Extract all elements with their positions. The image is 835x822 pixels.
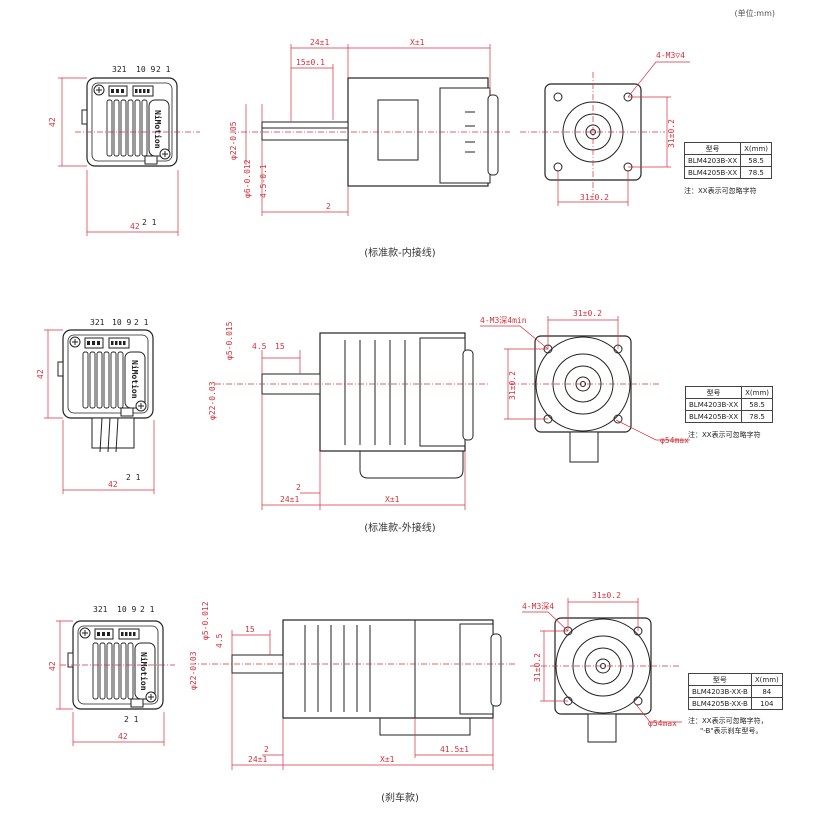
svg-text:42: 42 [108,480,118,489]
pin-label: 321 [112,65,127,74]
svg-text:10 9: 10 9 [117,605,136,614]
row1-front-view: 321 10 9 2 1 2 1 NiMotion 42 42 [48,65,200,236]
svg-text:φ22-0.03: φ22-0.03 [189,651,198,690]
svg-text:24±1: 24±1 [280,495,299,504]
svg-text:φ54max: φ54max [648,719,677,728]
row1-end-view: 31±0.2 31±0.2 4-M3▽4 [520,51,690,206]
svg-text:φ54max: φ54max [660,436,689,445]
svg-text:42: 42 [118,732,128,741]
svg-text:31±0.2: 31±0.2 [533,653,542,682]
svg-text:42: 42 [36,369,45,379]
row3-end-view: 31±0.2 31±0.2 4-M3深4 φ54max [522,591,682,743]
svg-text:X±1: X±1 [380,755,395,764]
svg-text:NiMotion: NiMotion [139,652,149,691]
svg-text:2 1: 2 1 [124,715,139,724]
svg-text:4-M3深4: 4-M3深4 [522,602,554,611]
svg-text:NiMotion: NiMotion [130,360,140,399]
svg-text:10 9: 10 9 [112,318,131,327]
svg-text:31±0.2: 31±0.2 [580,193,609,202]
unit-label: (单位:mm) [734,9,775,18]
svg-text:31±0.2: 31±0.2 [667,119,676,148]
table-note-3: 注：XX表示可忽略字符， "-B"表示刹车型号。 [688,717,768,735]
table-note-1: 注：XX表示可忽略字符 [684,187,757,195]
svg-text:42: 42 [130,222,140,231]
svg-text:41.5±1: 41.5±1 [440,745,469,754]
svg-text:4.5: 4.5 [215,633,224,648]
svg-text:31±0.2: 31±0.2 [592,591,621,600]
svg-text:31±0.2: 31±0.2 [573,309,602,318]
svg-text:2: 2 [264,745,269,754]
svg-text:NiMotion: NiMotion [153,110,163,149]
svg-text:24±1: 24±1 [310,38,329,47]
svg-text:φ22-0.03: φ22-0.03 [208,381,217,420]
row2-end-view: 31±0.2 31±0.2 4-M3深4min φ54max [480,309,690,463]
svg-text:2 1: 2 1 [142,218,157,227]
svg-text:φ5-0.015: φ5-0.015 [225,321,234,360]
svg-text:X±1: X±1 [385,495,400,504]
svg-text:321: 321 [93,605,108,614]
caption-external-wiring: (标准款-外接线) [364,523,436,534]
svg-text:4.5: 4.5 [252,342,267,351]
svg-text:4-M3深4min: 4-M3深4min [480,316,527,325]
svg-text:15: 15 [275,342,285,351]
svg-text:24±1: 24±1 [248,755,267,764]
row1-side-view: 24±1 X±1 15±0.1 2 φ22-0.05 φ6-0.012 4.5-… [229,38,510,216]
svg-text:4.5-0.1: 4.5-0.1 [259,164,268,198]
svg-text:31±0.2: 31±0.2 [508,371,517,400]
svg-text:2: 2 [326,202,331,211]
row2-side-view: 24±1 X±1 2 4.5 15 φ5-0.015 φ22-0.03 [208,321,490,510]
svg-text:15: 15 [245,625,255,634]
svg-text:2 1: 2 1 [126,473,141,482]
caption-internal-wiring: (标准款-内接线) [364,248,436,259]
svg-text:321: 321 [90,318,105,327]
row2-front-view: 321 10 9 2 1 2 1 NiMotion 42 42 [36,318,155,494]
svg-text:42: 42 [48,117,57,127]
svg-text:10 9: 10 9 [136,65,155,74]
svg-text:2: 2 [296,483,301,492]
row3-side-view: 24±1 X±1 41.5±1 2 4.5 15 φ5-0.012 φ22-0.… [189,601,515,770]
svg-text:42: 42 [48,661,57,671]
svg-text:X±1: X±1 [410,38,425,47]
svg-text:φ6-0.012: φ6-0.012 [243,159,252,198]
svg-text:4-M3▽4: 4-M3▽4 [656,51,685,60]
svg-text:15±0.1: 15±0.1 [296,58,325,67]
svg-text:φ22-0.05: φ22-0.05 [229,121,238,160]
caption-brake-model: (刹车款) [381,793,419,804]
row3-front-view: 321 10 9 2 1 2 1 NiMotion 42 42 [48,605,175,746]
svg-text:2 1: 2 1 [134,318,149,327]
svg-text:2 1: 2 1 [156,65,171,74]
svg-text:2 1: 2 1 [140,605,155,614]
svg-text:φ5-0.012: φ5-0.012 [201,601,210,640]
table-note-2: 注：XX表示可忽略字符 [688,431,761,439]
